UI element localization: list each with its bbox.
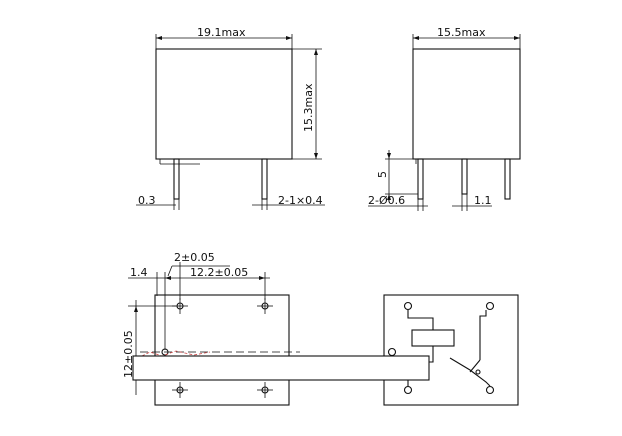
end-view-pin-left	[417, 158, 424, 200]
schematic-outline	[383, 294, 519, 406]
footprint-vertical-pitch-label: 12±0.05	[122, 330, 135, 378]
schematic-coil	[411, 329, 455, 347]
side-view-pin-offset-label: 0.3	[138, 194, 156, 207]
footprint-offset-label: 1.4	[130, 266, 148, 279]
end-view-pin-mid	[461, 158, 468, 195]
end-view-pin-right	[504, 158, 511, 200]
overlay-bar	[132, 355, 430, 381]
schematic-pin-top-left	[403, 301, 413, 311]
side-view-pin-right	[261, 158, 268, 200]
side-view-pin-left	[173, 158, 180, 200]
side-view-body	[155, 48, 293, 160]
footprint-pitch-small-label: 2±0.05	[174, 251, 215, 264]
end-view-width-label: 15.5max	[437, 26, 486, 39]
end-view: 15.5max 5 2-Ø0.6 1.1	[368, 26, 521, 211]
relay-schematic	[383, 294, 519, 406]
schematic-pin-bottom-right	[485, 385, 495, 395]
end-view-body	[412, 48, 521, 160]
footprint-hole-top-right	[257, 298, 273, 314]
side-view-height-label: 15.3max	[302, 83, 315, 132]
side-view-width-label: 19.1max	[197, 26, 246, 39]
footprint-pitch-large-label: 12.2±0.05	[190, 266, 248, 279]
schematic-pin-bottom-left	[403, 385, 413, 395]
schematic-pin-mid-left	[387, 347, 397, 357]
schematic-pin-top-right	[485, 301, 495, 311]
end-view-pin-width-label: 1.1	[474, 194, 492, 207]
end-view-pin-length-label: 5	[376, 171, 389, 178]
footprint-outline	[154, 294, 290, 406]
side-view: 19.1max 15.3max 0.3 2-1×0.4	[136, 26, 325, 210]
footprint-hole-bottom-left	[172, 382, 188, 398]
footprint-hole-bottom-right	[257, 382, 273, 398]
pcb-footprint: 1.4 12.2±0.05 2±0.05 12±0.05	[122, 251, 300, 406]
side-view-pin-size-label: 2-1×0.4	[278, 194, 323, 207]
end-view-pin-dia-label: 2-Ø0.6	[368, 194, 405, 207]
